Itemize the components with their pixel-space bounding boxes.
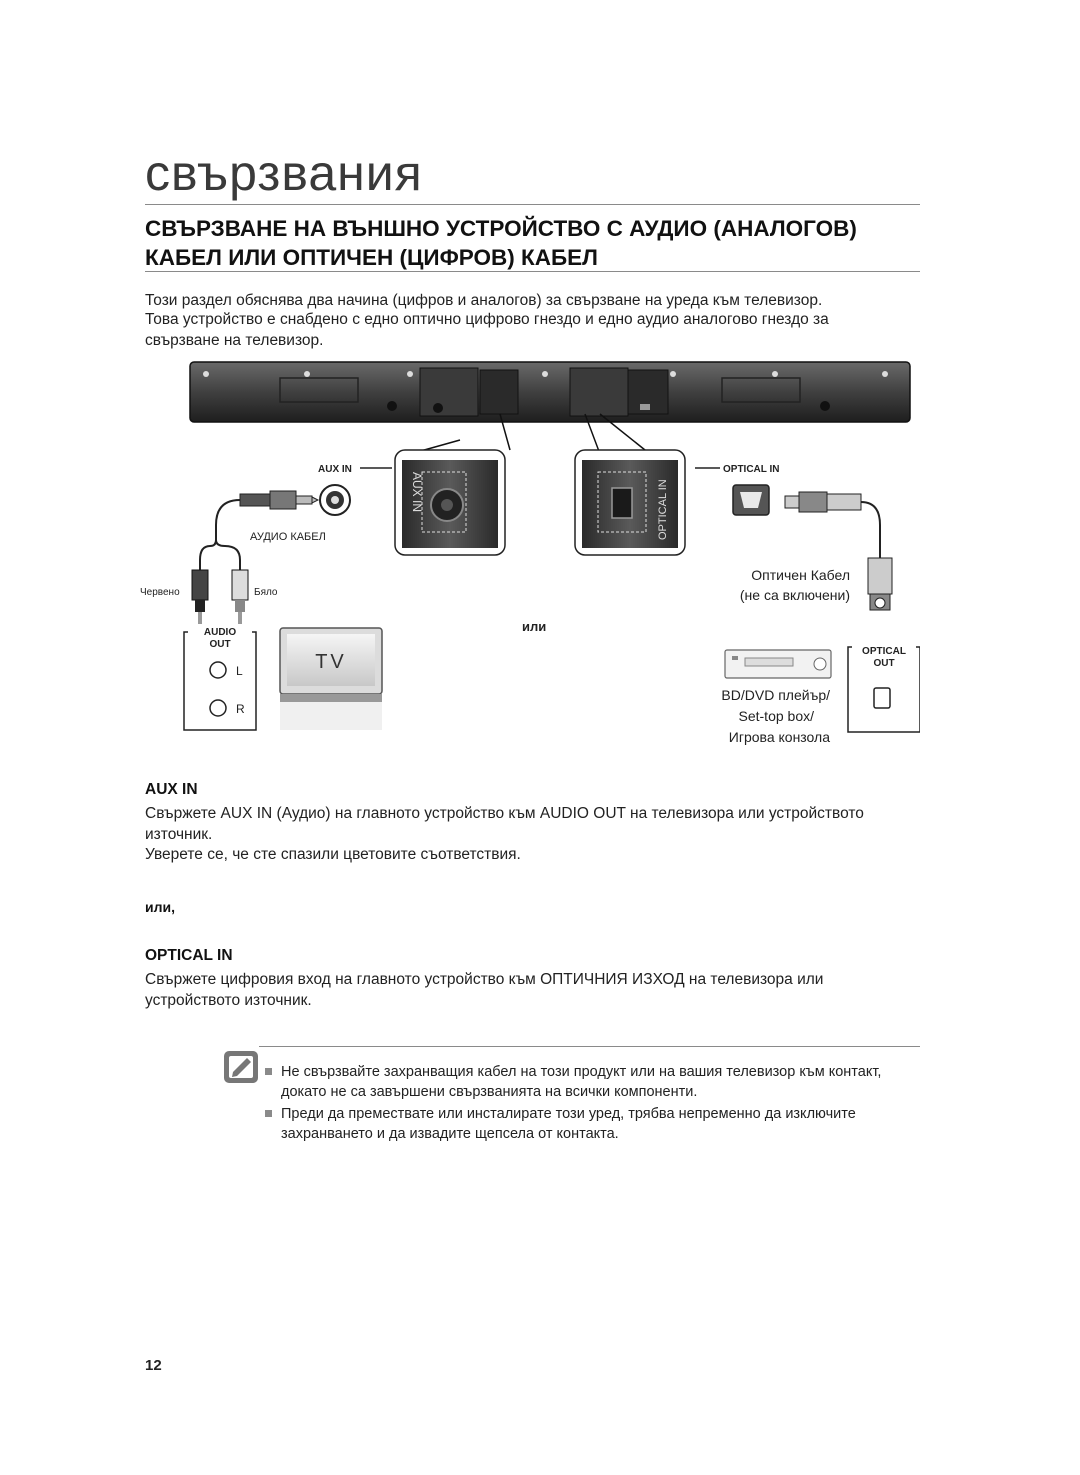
or-diagram-label: или [522,619,546,634]
aux-zoom-leader-right [499,413,511,451]
aux-in-label: AUX IN [318,464,352,475]
chapter-rule [145,204,920,205]
tv-audio-out-panel [183,631,257,731]
tv-icon [279,627,383,730]
bd-dvd-player-icon [724,649,832,679]
note-icon [224,1051,258,1083]
optical-cable-label-line2: (не са включени) [740,587,850,603]
optical-jack-icon [732,484,770,516]
player-label-line2: Set-top box/ [739,708,815,724]
audio-out-label-line1: AUDIO [204,627,236,638]
audio-out-label-line2: OUT [209,639,230,650]
note-item-text: Не свързвайте захранващия кабел на този … [281,1064,882,1100]
intro-paragraph-2: Това устройство е снабдено с едно оптичн… [145,311,829,349]
optical-in-heading: OPTICAL IN [145,947,233,964]
note-item: Преди да премествате или инсталирате тоз… [265,1104,920,1144]
rca-white-plug-icon [231,569,249,624]
optical-out-label-line1: OPTICAL [862,646,906,657]
note-rule [259,1046,920,1047]
optical-out-label-line2: OUT [873,658,894,669]
chapter-title: свързвания [145,145,423,201]
aux-in-text: Свържете AUX IN (Аудио) на главното устр… [145,805,864,843]
red-label: Червено [140,587,180,598]
connection-diagram: AUX IN AUX IN OPTICAL IN OPTICAL IN АУДИ… [140,361,920,745]
or-label: или, [145,899,175,915]
aux-in-zoom-detail [394,449,506,556]
aux-in-vertical-label: AUX IN [410,472,424,512]
aux-in-color-text: Уверете се, че сте спазили цветовите съо… [145,846,521,863]
player-label-line3: Игрова конзола [729,729,830,745]
optical-cable-label-line1: Оптичен Кабел [751,567,850,583]
optical-out-panel [847,646,920,733]
page-number: 12 [145,1357,162,1374]
audio-cable-label: АУДИО КАБЕЛ [250,531,326,543]
note-list: Не свързвайте захранващия кабел на този … [265,1062,920,1146]
left-channel-label: L [236,664,243,678]
note-item: Не свързвайте захранващия кабел на този … [265,1062,920,1102]
right-channel-label: R [236,702,245,716]
optical-zoom-leader-right [599,413,651,455]
optical-in-zoom-detail [574,449,686,556]
aux-in-heading: AUX IN [145,781,198,798]
optical-zoom-leader-left [584,413,601,455]
optical-in-text: Свържете цифровия вход на главното устро… [145,971,824,1009]
soundbar-back-panel [189,361,911,423]
rca-red-plug-icon [191,569,209,624]
optical-in-vertical-label: OPTICAL IN [657,479,669,540]
white-label: Бяло [254,587,278,598]
aux-plug-icon [239,490,320,510]
intro-paragraph-1: Този раздел обяснява два начина (цифров … [145,292,823,309]
optical-plug-icon [784,491,893,611]
player-label-line1: BD/DVD плейър/ [721,687,830,703]
tv-label: TV [315,651,347,673]
section-rule [145,271,920,272]
note-item-text: Преди да премествате или инсталирате тоз… [281,1106,856,1142]
section-title: СВЪРЗВАНЕ НА ВЪНШНО УСТРОЙСТВО С АУДИО (… [145,216,857,270]
optical-in-label: OPTICAL IN [723,464,779,475]
